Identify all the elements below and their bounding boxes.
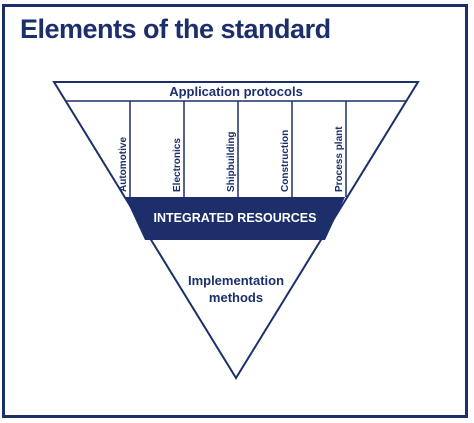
integrated-resources-band	[125, 197, 345, 240]
implementation-methods-label-line1: Implementation	[188, 273, 284, 288]
column-label-process-plant: Process plant	[334, 126, 345, 192]
application-protocols-label: Application protocols	[169, 84, 303, 99]
column-label-construction: Construction	[280, 130, 291, 192]
page-title: Elements of the standard	[20, 14, 331, 44]
integrated-resources-label: INTEGRATED RESOURCES	[154, 211, 317, 225]
application-columns: Automotive Electronics Shipbuilding Cons…	[118, 126, 345, 192]
column-dividers	[129, 101, 347, 197]
implementation-methods-label-line2: methods	[209, 290, 263, 305]
column-label-electronics: Electronics	[172, 138, 183, 192]
inverted-triangle	[52, 81, 420, 380]
column-label-automotive: Automotive	[118, 137, 129, 192]
column-label-shipbuilding: Shipbuilding	[226, 131, 237, 192]
